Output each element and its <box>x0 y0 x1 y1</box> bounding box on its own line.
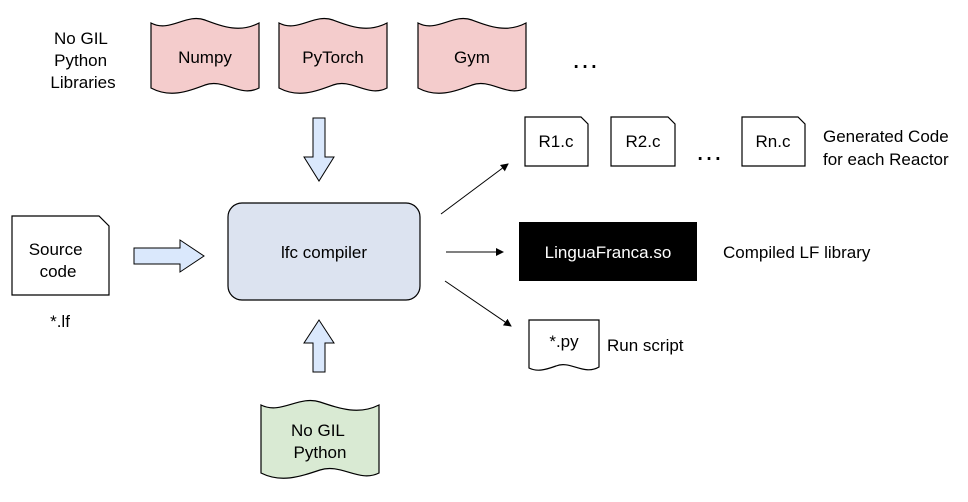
library-numpy: Numpy <box>150 17 260 94</box>
library-shape <box>417 17 527 94</box>
library-label: PyTorch <box>302 48 363 67</box>
source-file-shape <box>11 215 110 296</box>
source-file-label: Source code <box>29 240 88 281</box>
libraries-caption-line: Python <box>54 51 107 70</box>
reactor-file-label: R1.c <box>539 132 574 151</box>
lf-library-label: LinguaFranca.so <box>545 243 672 262</box>
generated-code-caption-line: for each Reactor <box>823 150 949 169</box>
compiler-to-script-arrow <box>444 280 512 327</box>
generated-code-caption: Generated Code for each Reactor <box>823 127 953 169</box>
no-gil-python: No GIL Python <box>260 399 380 479</box>
lfc-compiler-box: lfc compiler <box>227 202 421 301</box>
source-file-label-line: code <box>40 262 77 281</box>
source-code-file: Source code <box>11 215 110 296</box>
reactor-file-shape <box>741 116 806 167</box>
source-extension: *.lf <box>50 312 70 331</box>
python-label-line: Python <box>294 443 347 462</box>
libraries-more-ellipsis: … <box>571 43 601 74</box>
python-label-line: No GIL <box>291 421 344 440</box>
generated-code-caption-line: Generated Code <box>823 127 949 146</box>
run-script-label: *.py <box>549 332 579 351</box>
reactor-file-shape <box>524 116 589 167</box>
python-to-compiler-arrow <box>303 319 335 373</box>
libraries-caption-line: Libraries <box>50 73 115 92</box>
library-shape <box>278 17 388 94</box>
library-label: Numpy <box>178 48 232 67</box>
library-pytorch: PyTorch <box>278 17 388 94</box>
reactor-file-rn: Rn.c <box>741 116 806 167</box>
source-to-compiler-arrow <box>133 239 205 273</box>
reactor-file-label: Rn.c <box>756 132 791 151</box>
reactor-file-r2: R2.c <box>610 116 676 167</box>
python-label: No GIL Python <box>291 421 349 462</box>
library-gym: Gym <box>417 17 527 94</box>
source-file-label-line: Source <box>29 240 83 259</box>
reactors-more-ellipsis: … <box>695 135 725 166</box>
compiler-label: lfc compiler <box>281 243 367 262</box>
libraries-caption-line: No GIL <box>54 29 107 48</box>
run-script-shape <box>528 319 600 371</box>
libraries-caption: No GIL Python Libraries <box>50 29 115 92</box>
compiler-to-reactors-arrow <box>440 163 509 215</box>
compiler-shape <box>227 202 421 301</box>
libraries-to-compiler-arrow <box>303 117 335 182</box>
run-script-caption: Run script <box>607 336 684 355</box>
reactor-file-label: R2.c <box>626 132 661 151</box>
lf-library-shape <box>519 222 697 281</box>
reactor-file-shape <box>610 116 676 167</box>
lf-library-caption: Compiled LF library <box>723 243 871 262</box>
library-label: Gym <box>454 48 490 67</box>
python-shape <box>260 399 380 479</box>
reactor-file-r1: R1.c <box>524 116 589 167</box>
lf-library-so: LinguaFranca.so <box>519 222 697 281</box>
run-script-file: *.py <box>528 319 600 371</box>
library-shape <box>150 17 260 94</box>
